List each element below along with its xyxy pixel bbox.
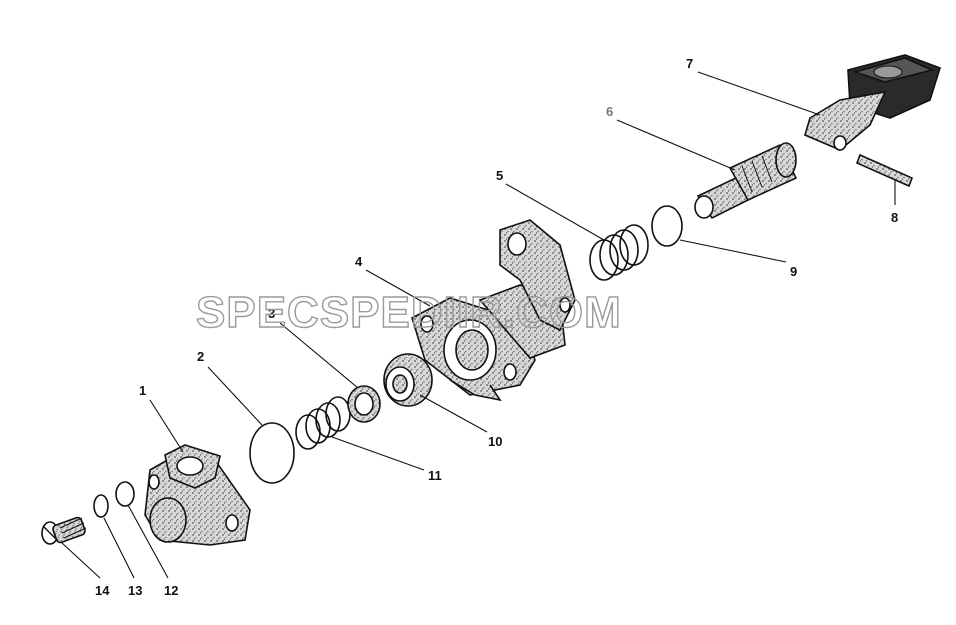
callout-12: 12 bbox=[164, 583, 178, 598]
callout-5: 5 bbox=[496, 168, 503, 183]
callout-7: 7 bbox=[686, 56, 693, 71]
callout-14: 14 bbox=[95, 583, 110, 598]
part-3-retainer bbox=[347, 385, 381, 423]
part-13-washer bbox=[93, 494, 109, 518]
part-9-oring bbox=[651, 205, 683, 247]
callout-4: 4 bbox=[355, 254, 363, 269]
part-12-ring bbox=[115, 481, 135, 507]
callout-3: 3 bbox=[268, 306, 275, 321]
watermark-text: SPECSPEDIIR.COM bbox=[196, 288, 622, 337]
callout-8: 8 bbox=[891, 210, 898, 225]
part-1-cover bbox=[144, 444, 251, 546]
part-5-spring bbox=[589, 224, 649, 281]
leader-lines bbox=[61, 71, 896, 579]
part-11-spring bbox=[295, 396, 351, 450]
part-4-housing bbox=[411, 219, 576, 402]
callout-labels: 1 2 3 4 5 6 7 8 9 10 11 12 13 14 bbox=[95, 56, 898, 598]
callout-2: 2 bbox=[197, 349, 204, 364]
callout-13: 13 bbox=[128, 583, 142, 598]
part-6-plunger bbox=[694, 142, 798, 220]
callout-6: 6 bbox=[606, 104, 613, 119]
callout-1: 1 bbox=[139, 383, 146, 398]
callout-11: 11 bbox=[428, 468, 442, 483]
part-8-pin bbox=[855, 153, 914, 188]
part-7-lever bbox=[804, 54, 941, 151]
part-2-oring bbox=[249, 422, 295, 484]
callout-10: 10 bbox=[488, 434, 502, 449]
callout-9: 9 bbox=[790, 264, 797, 279]
part-10-nut bbox=[383, 353, 433, 407]
part-14-screw bbox=[41, 516, 87, 545]
